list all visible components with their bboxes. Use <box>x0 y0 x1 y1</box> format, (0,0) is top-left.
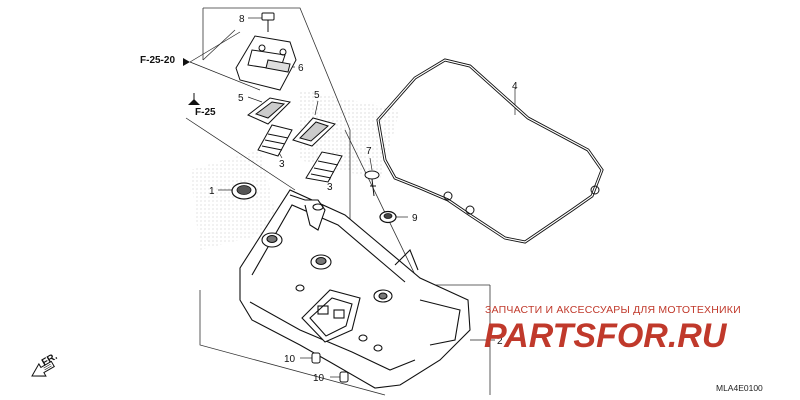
reference-f25-label: F-25 <box>195 107 216 118</box>
part-8-bolt <box>261 12 275 32</box>
leader-lines <box>185 17 516 378</box>
part-5-gasket-left <box>247 97 292 125</box>
callout-9: 9 <box>412 213 418 224</box>
part-10-dowel-pin-lower <box>339 371 349 383</box>
callout-3b: 3 <box>327 182 333 193</box>
part-2-cylinder-head-cover <box>239 189 471 389</box>
part-1-grommet <box>231 182 257 200</box>
callout-10a: 10 <box>284 354 296 365</box>
callout-7: 7 <box>366 146 372 157</box>
reference-f25: F-25 <box>188 93 216 118</box>
watermark: ЗАПЧАСТИ И АКСЕССУАРЫ ДЛЯ МОТОТЕХНИКИ PA… <box>484 304 741 355</box>
callout-6: 6 <box>298 63 304 74</box>
part-callouts: 1 2 3 3 4 5 5 6 7 8 9 10 10 <box>209 14 518 384</box>
part-4-head-cover-gasket <box>376 58 604 244</box>
callout-5b: 5 <box>314 90 320 101</box>
front-arrow-icon <box>31 360 55 377</box>
part-9-grommet <box>379 210 397 224</box>
diagram-code: MLA4E0100 <box>716 383 763 393</box>
watermark-logo: PARTSFOR.RU <box>484 317 728 355</box>
callout-4: 4 <box>512 81 518 92</box>
callout-10b: 10 <box>313 373 325 384</box>
part-10-dowel-pin-upper <box>311 352 321 364</box>
front-direction-indicator: FR. <box>31 351 60 377</box>
callout-1: 1 <box>209 186 215 197</box>
reference-f2520-label: F-25-20 <box>140 55 175 66</box>
part-5-gasket-right <box>292 117 336 147</box>
callout-8: 8 <box>239 14 245 25</box>
front-label: FR. <box>40 351 60 369</box>
callout-5a: 5 <box>238 93 244 104</box>
part-7-bolt <box>364 170 380 197</box>
callout-2: 2 <box>497 336 503 347</box>
part-6-breather-cover <box>235 35 297 91</box>
callout-3a: 3 <box>279 159 285 170</box>
reference-f2520: F-25-20 <box>140 55 190 66</box>
watermark-tagline: ЗАПЧАСТИ И АКСЕССУАРЫ ДЛЯ МОТОТЕХНИКИ <box>485 304 741 316</box>
part-3-reed-valve-left <box>257 124 293 157</box>
part-3-reed-valve-right <box>305 151 343 183</box>
